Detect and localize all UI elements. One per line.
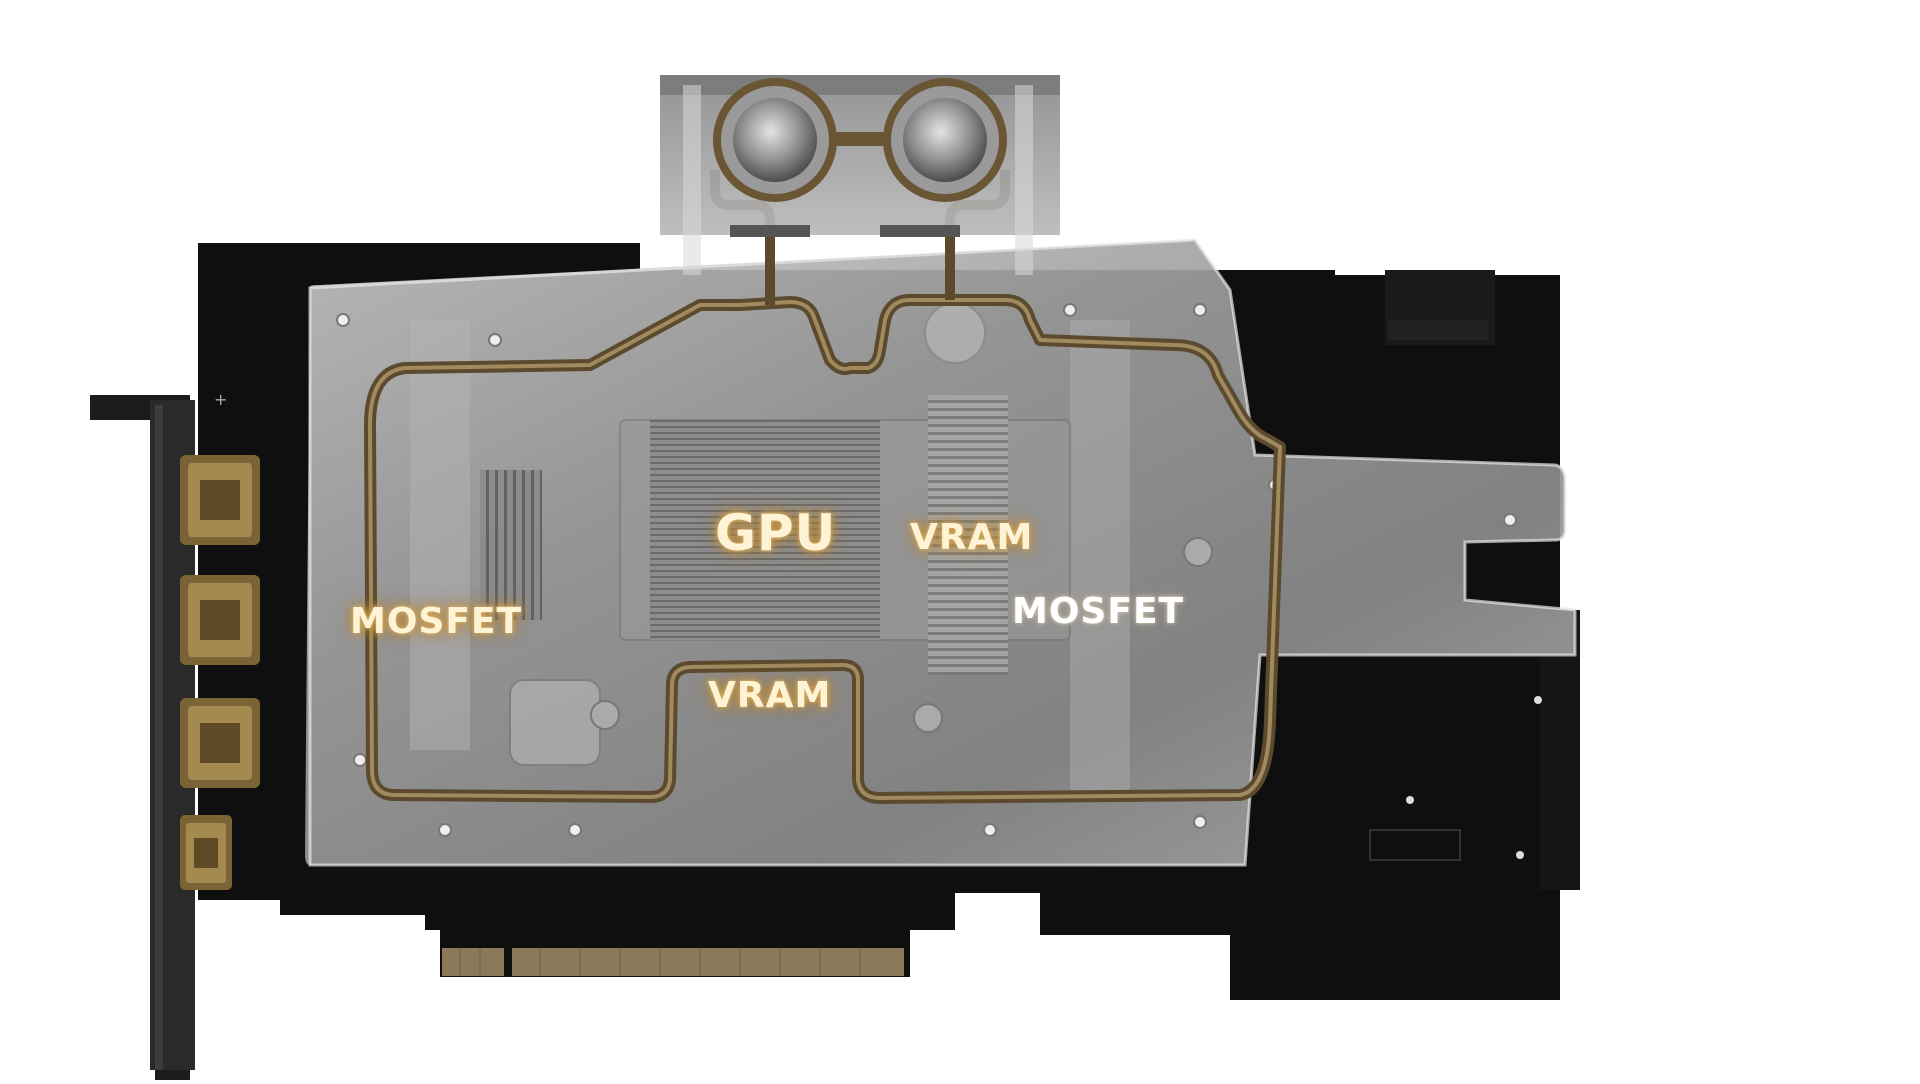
display-port-3 bbox=[180, 698, 260, 788]
vram-label-bottom: VRAM bbox=[708, 675, 832, 716]
vram-fin-array bbox=[928, 395, 1008, 675]
gpu-fin-array bbox=[650, 420, 880, 640]
pcie-fingers-long bbox=[512, 948, 904, 976]
display-port-2 bbox=[180, 575, 260, 665]
io-bracket bbox=[90, 395, 260, 1080]
mosfet-fin-array bbox=[480, 470, 542, 620]
mosfet-label-left: MOSFET bbox=[350, 601, 523, 642]
hdmi-port bbox=[180, 815, 232, 890]
water-terminal bbox=[660, 75, 1060, 275]
gpu-label: GPU bbox=[715, 504, 837, 562]
vram-label-top: VRAM bbox=[910, 517, 1034, 558]
svg-text:+: + bbox=[214, 390, 227, 409]
mosfet-label-right: MOSFET bbox=[1012, 591, 1185, 632]
pcie-fingers-short bbox=[442, 948, 504, 976]
display-port-1 bbox=[180, 455, 260, 545]
inlet-port bbox=[713, 78, 837, 202]
outlet-port bbox=[883, 78, 1007, 202]
